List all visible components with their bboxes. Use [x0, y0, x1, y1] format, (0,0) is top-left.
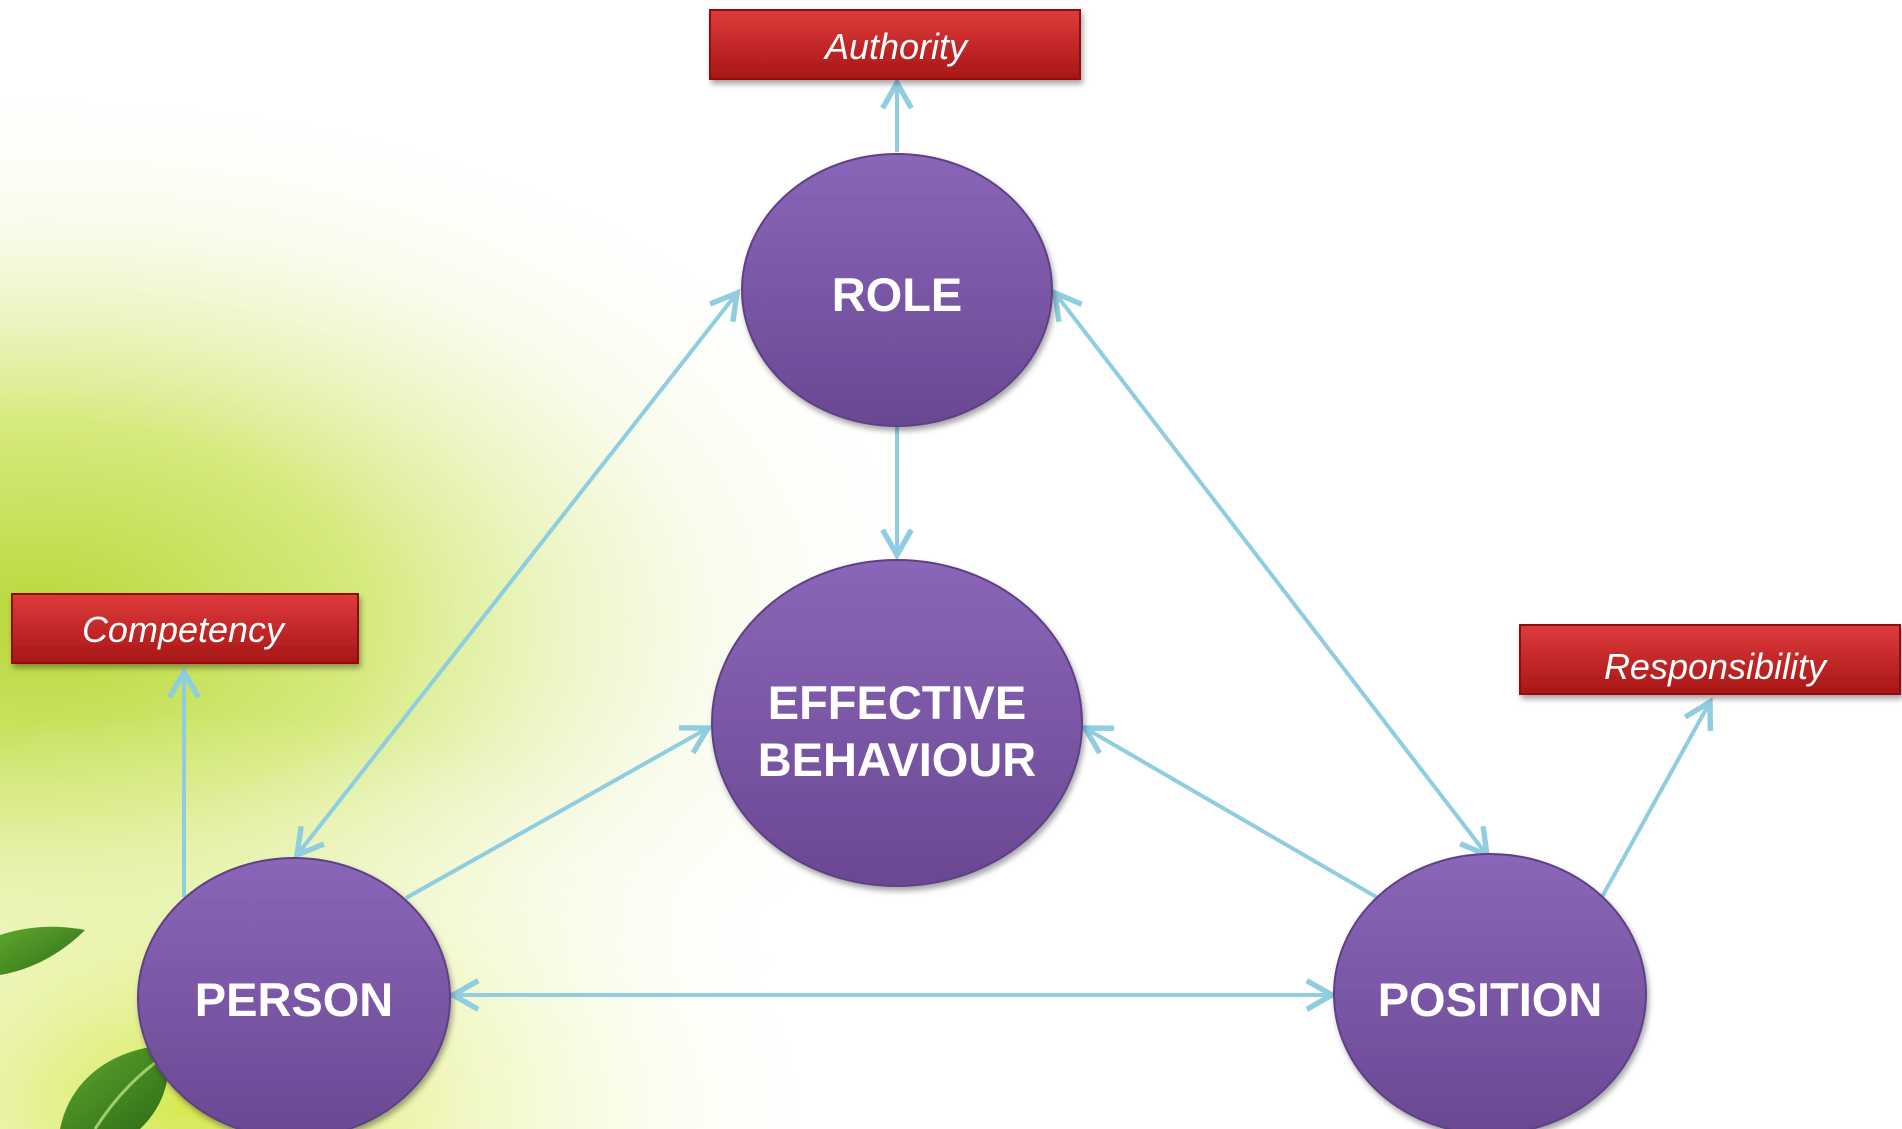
leaf-illustration — [0, 926, 169, 1129]
node-person-shape — [137, 857, 451, 1129]
tag-authority: Authority — [709, 9, 1081, 80]
node-effective-behaviour: EFFECTIVE BEHAVIOUR — [711, 559, 1083, 887]
node-position-shape — [1333, 853, 1647, 1129]
arrow-role-person — [293, 288, 741, 860]
node-role-label: ROLE — [832, 268, 963, 321]
tag-authority-label: Authority — [823, 26, 969, 67]
tag-competency: Competency — [11, 593, 359, 664]
tag-responsibility-box — [1519, 624, 1901, 695]
tag-competency-box — [11, 593, 359, 664]
arrow-position-to-effective-behaviour — [1080, 725, 1380, 900]
connectors — [167, 77, 1714, 1012]
node-role-shape — [741, 153, 1053, 427]
node-effective-behaviour-line1: EFFECTIVE — [768, 676, 1027, 729]
node-effective-behaviour-shape — [711, 559, 1083, 887]
tag-responsibility-label: Responsibility — [1604, 646, 1828, 687]
node-role: ROLE — [741, 153, 1053, 427]
node-effective-behaviour-line2: BEHAVIOUR — [758, 733, 1037, 786]
node-position-label: POSITION — [1378, 973, 1603, 1026]
tag-authority-box — [709, 9, 1081, 80]
tag-competency-label: Competency — [82, 609, 286, 650]
node-person-label: PERSON — [195, 973, 394, 1026]
arrow-person-to-effective-behaviour — [405, 725, 713, 900]
node-person: PERSON — [137, 857, 451, 1129]
node-position: POSITION — [1333, 853, 1647, 1129]
tag-responsibility: Responsibility — [1519, 624, 1901, 695]
arrow-position-to-responsibility — [1600, 697, 1714, 898]
arrow-role-position — [1051, 288, 1491, 860]
